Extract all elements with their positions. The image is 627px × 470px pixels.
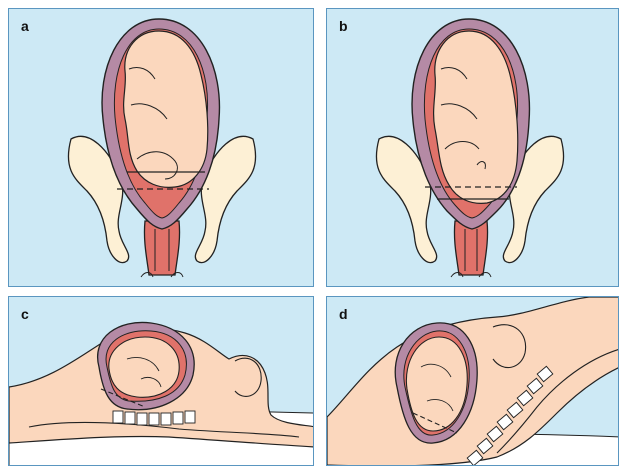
panel-a: a	[8, 8, 314, 287]
panel-a-illustration	[9, 9, 314, 287]
panel-d-illustration	[327, 297, 619, 466]
panel-b: b	[326, 8, 619, 287]
panel-d: d	[326, 296, 619, 466]
breast	[235, 358, 261, 396]
fetus-body	[109, 337, 179, 397]
panel-c: c	[8, 296, 314, 466]
spine	[113, 411, 195, 425]
panel-b-illustration	[327, 9, 619, 287]
panel-c-illustration	[9, 297, 314, 466]
